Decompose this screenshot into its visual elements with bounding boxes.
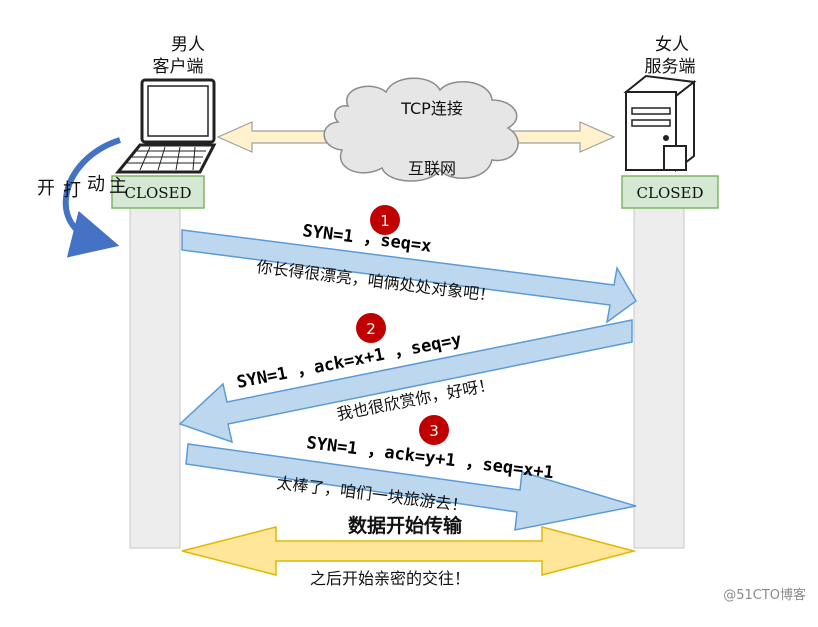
- step-2-badge: 2: [356, 313, 386, 343]
- step-3-number: 3: [429, 422, 439, 440]
- step-1-number: 1: [380, 212, 390, 230]
- active-open-char-3: 打: [63, 180, 81, 201]
- client-lifeline: [129, 199, 181, 549]
- server-state-label: CLOSED: [637, 184, 704, 202]
- connection-label: TCP连接: [400, 99, 463, 118]
- data-transfer-subtitle: 之后开始亲密的交往！: [310, 569, 470, 588]
- step-1-badge: 1: [370, 205, 400, 235]
- step-2-number: 2: [366, 320, 376, 338]
- client-name-line2: 客户端: [153, 57, 204, 77]
- server-state-box: [621, 175, 719, 209]
- active-open-char-1: 主: [109, 176, 127, 197]
- data-transfer-title: 数据开始传输: [348, 514, 463, 537]
- client-state-label: CLOSED: [125, 184, 192, 202]
- server-icon: [623, 74, 697, 173]
- step-3-badge: 3: [419, 415, 449, 445]
- active-open-char-4: 开: [37, 178, 55, 199]
- syn-arrow: [181, 229, 637, 324]
- syn-ack-arrow: [178, 319, 633, 444]
- server-name-line2: 服务端: [645, 57, 696, 77]
- watermark-text: @51CTO博客: [723, 587, 806, 603]
- active-open-char-2: 动: [87, 174, 105, 195]
- cloud-label: 互联网: [408, 159, 456, 178]
- server-lifeline: [633, 199, 685, 549]
- server-name-line1: 女人: [655, 35, 689, 55]
- laptop-icon: [114, 78, 217, 174]
- active-open-curve-arrow: [62, 137, 121, 258]
- data-transfer-arrow: [181, 526, 637, 576]
- client-name-line1: 男人: [171, 35, 205, 55]
- client-state-box: [111, 175, 205, 209]
- ack-arrow: [185, 443, 637, 531]
- internet-cloud-icon: [323, 77, 519, 182]
